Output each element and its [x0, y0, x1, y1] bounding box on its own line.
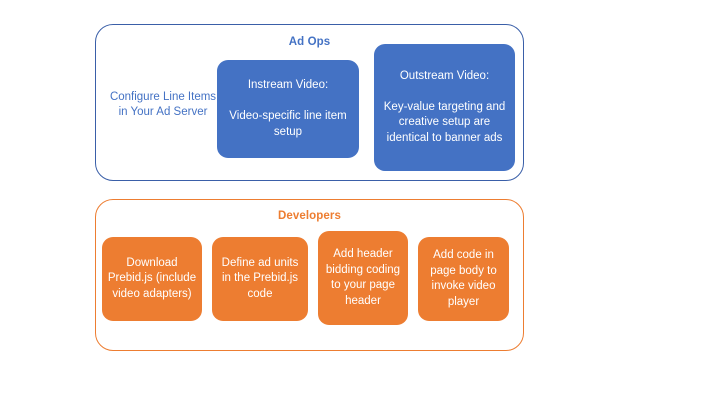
node-instream-video-heading: Instream Video:: [247, 79, 329, 91]
node-instream-video-body: Video-specific line item setup: [229, 110, 347, 138]
node-instream-video-content: Instream Video: Video-specific line item…: [222, 78, 354, 140]
node-download-prebid: Download Prebid.js (include video adapte…: [102, 237, 202, 321]
node-outstream-video-body: Key-value targeting and creative setup a…: [383, 100, 506, 144]
node-invoke-video-player: Add code in page body to invoke video pl…: [418, 237, 509, 321]
node-outstream-video-content: Outstream Video: Key-value targeting and…: [379, 69, 510, 147]
node-invoke-video-player-label: Add code in page body to invoke video pl…: [430, 249, 497, 308]
group-title-ad-ops: Ad Ops: [288, 36, 331, 48]
group-ad-ops: Ad Ops Configure Line Items in Your Ad S…: [95, 24, 524, 181]
line-spacer: [222, 94, 354, 110]
group-title-developers: Developers: [277, 210, 341, 222]
node-configure-line-items: Configure Line Items in Your Ad Server: [104, 71, 222, 139]
node-outstream-video: Outstream Video: Key-value targeting and…: [374, 44, 515, 171]
node-configure-line-items-label: Configure Line Items in Your Ad Server: [109, 90, 217, 119]
node-instream-video: Instream Video: Video-specific line item…: [217, 60, 359, 158]
node-define-ad-units-label: Define ad units in the Prebid.js code: [221, 256, 299, 300]
node-define-ad-units: Define ad units in the Prebid.js code: [212, 237, 308, 321]
node-download-prebid-label: Download Prebid.js (include video adapte…: [107, 256, 197, 300]
node-header-bidding-code-label: Add header bidding coding to your page h…: [325, 248, 401, 307]
node-outstream-video-heading: Outstream Video:: [399, 69, 490, 82]
line-spacer: [379, 84, 510, 100]
node-header-bidding-code: Add header bidding coding to your page h…: [318, 231, 408, 325]
group-developers: Developers Download Prebid.js (include v…: [95, 199, 524, 351]
